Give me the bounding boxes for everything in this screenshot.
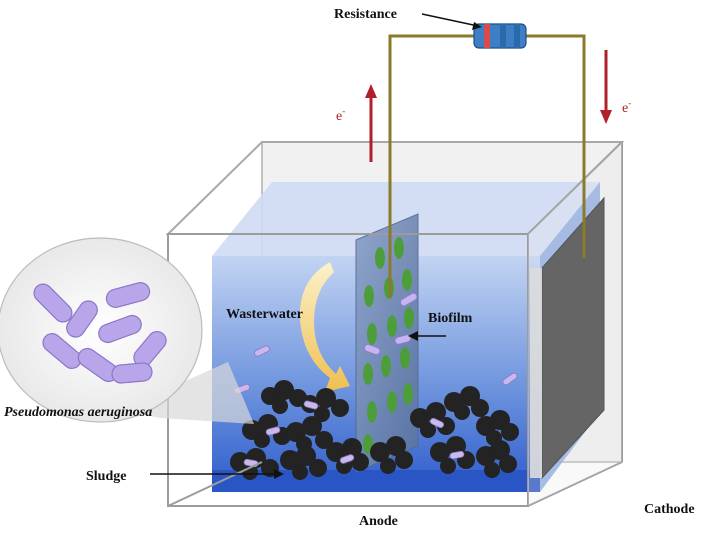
- anode-wire: [388, 34, 476, 298]
- tank-front: [167, 141, 623, 507]
- biofilm-cell: [387, 315, 397, 337]
- electron-label-right: e-: [622, 98, 631, 116]
- bacterium: [254, 345, 270, 357]
- resistor-band: [500, 24, 506, 48]
- sludge-cluster: [286, 416, 333, 452]
- electron-label-left: e-: [336, 106, 345, 124]
- biofilm-cell: [364, 285, 374, 307]
- biofilm-cell: [404, 307, 414, 329]
- biofilm-label: Biofilm: [428, 311, 473, 326]
- bacterium: [364, 344, 381, 355]
- wastewater-flow-arrow: [299, 262, 350, 392]
- biofilm-bacteria: [364, 292, 418, 355]
- sludge-cluster: [261, 380, 307, 414]
- resistance-pointer-head: [472, 22, 482, 30]
- sludge-label: Sludge: [86, 469, 126, 484]
- cathode-wire: [524, 34, 586, 258]
- biofilm-cell: [400, 347, 410, 369]
- cathode-label: Cathode: [644, 502, 695, 517]
- biofilm-cell: [394, 237, 404, 259]
- biofilm-cell: [402, 269, 412, 291]
- electron-arrow-down: [600, 50, 612, 124]
- biofilm-cell: [367, 323, 377, 345]
- biofilm-cell: [375, 247, 385, 269]
- bacterium: [105, 282, 151, 308]
- tank-glass-side: [528, 142, 622, 506]
- bacterium: [429, 417, 445, 429]
- organism-label: Pseudomonas aeruginosa: [4, 405, 152, 420]
- electron-arrow-up: [365, 84, 377, 162]
- sludge: [230, 380, 519, 480]
- biofilm-cell: [367, 401, 377, 423]
- biofilm-cell: [403, 383, 413, 405]
- resistance-pointer: [421, 13, 479, 27]
- sludge-cluster: [410, 402, 455, 438]
- bacterium: [111, 362, 153, 384]
- bacterium: [33, 283, 73, 323]
- tank-edge: [527, 461, 623, 507]
- resistance-label: Resistance: [334, 7, 397, 22]
- bacterium: [265, 426, 281, 436]
- sludge-cluster: [370, 436, 413, 474]
- biofilm-pointer: [408, 331, 446, 341]
- tank-edge: [167, 461, 263, 507]
- tank-edge: [527, 141, 623, 235]
- bacterium: [449, 450, 465, 460]
- resistor: [473, 23, 527, 49]
- bacterium: [394, 334, 412, 345]
- resistor-band: [484, 24, 490, 48]
- sludge-cluster: [444, 386, 489, 420]
- sludge-cluster: [280, 446, 327, 480]
- bacterium: [502, 372, 518, 386]
- bacterium: [42, 333, 82, 369]
- external-circuit: [388, 34, 586, 298]
- biofilm-cell: [381, 355, 391, 377]
- anode-label: Anode: [359, 514, 398, 529]
- bacterium: [400, 292, 418, 307]
- resistor-band: [514, 24, 520, 48]
- cathode-holder: [530, 268, 542, 478]
- sludge-pointer: [150, 469, 284, 479]
- bacterium: [339, 454, 355, 464]
- bacterium: [98, 314, 142, 344]
- sludge-cluster: [476, 440, 517, 478]
- biofilm-cell: [387, 391, 397, 413]
- biofilm-cell: [363, 363, 373, 385]
- anode-plate: [355, 213, 419, 473]
- bacterium: [66, 300, 98, 338]
- zoom-bacteria: [33, 282, 167, 384]
- wastewater-label: Wasterwater: [226, 307, 303, 322]
- zoom-callout: [0, 237, 254, 424]
- sludge-cluster: [326, 438, 369, 474]
- bacterium: [303, 400, 319, 410]
